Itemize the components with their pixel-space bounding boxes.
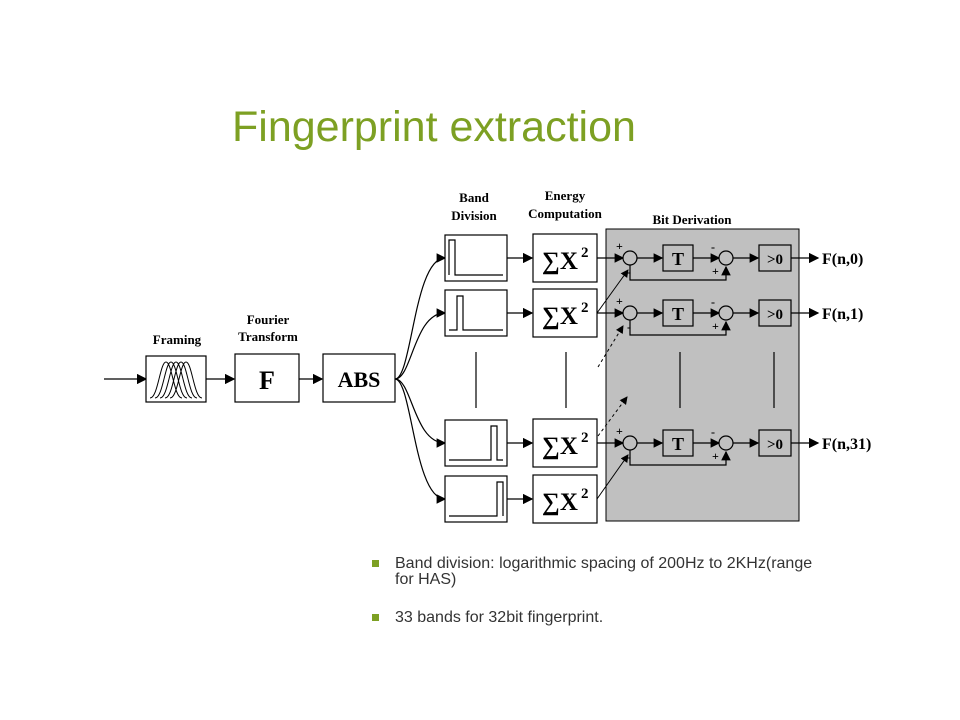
slide-title: Fingerprint extraction [232,103,636,151]
energy-exponent-label: 2 [581,430,589,446]
minus-sign: - [711,295,715,309]
delay-block [662,299,694,327]
band-division-label-line2: Division [451,208,497,223]
bypass-line [629,265,731,281]
bullet-item: Band division: logarithmic spacing of 20… [372,556,822,588]
energy-block [532,418,598,468]
abs-block-label: ABS [338,367,381,392]
ellipsis-lines [475,352,775,408]
energy-exponent-label: 2 [581,245,589,261]
energy-sum-label: ∑X [542,433,578,460]
output-label: F(n,0) [822,251,863,268]
band-filter-blocks [444,234,508,523]
summing-junction [622,305,638,321]
bandpass-icon [449,295,503,331]
bandpass-icon [449,425,503,461]
fourier-block-label: F [259,366,275,395]
energy-computation-label-line1: Energy [545,188,586,203]
band-filter-block [444,234,508,282]
threshold-block [758,299,792,327]
band-division-label-line1: Band [459,190,489,205]
bit-derivation-label: Bit Derivation [652,212,732,227]
delay-label: T [672,434,684,454]
framing-block [145,355,207,403]
energy-computation-label-line2: Computation [528,206,602,221]
abs-block [322,353,396,403]
delay-label: T [672,304,684,324]
fourier-label-line1: Fourier [247,312,290,327]
bypass-line [629,320,731,336]
minus-sign: - [711,240,715,254]
highpass-icon [449,481,504,517]
bullet-square-icon [372,560,379,567]
summing-junction [622,250,638,266]
dashed-arrow [597,396,628,437]
lowpass-icon [448,239,503,276]
output-label: F(n,31) [822,436,871,453]
framing-label: Framing [153,332,202,347]
plus-sign: + [712,264,719,278]
energy-block [532,474,598,524]
fourier-transform-block [234,353,300,403]
bypass-line [629,450,731,466]
cross-band-inputs [596,269,629,500]
bullet-text: Band division: logarithmic spacing of 20… [395,555,813,588]
threshold-label: >0 [767,437,783,453]
delay-block [662,429,694,457]
band-filter-block [444,419,508,467]
framing-windows-icon [149,361,203,399]
energy-sum-label: ∑X [542,489,578,516]
band-filter-block [444,475,508,523]
minus-sign: - [711,425,715,439]
threshold-label: >0 [767,252,783,268]
bullet-square-icon [372,614,379,621]
energy-sum-label: ∑X [542,303,578,330]
bullet-item: 33 bands for 32bit fingerprint. [372,610,822,626]
output-label: F(n,1) [822,306,863,323]
fourier-label-line2: Transform [238,329,298,344]
plus-sign: + [616,294,623,308]
energy-exponent-label: 2 [581,486,589,502]
summing-junction [718,435,734,451]
threshold-label: >0 [767,307,783,323]
threshold-block [758,429,792,457]
band-fanout [394,253,447,504]
delay-label: T [672,249,684,269]
plus-sign: + [616,424,623,438]
summing-junction [718,305,734,321]
bullet-list: Band division: logarithmic spacing of 20… [372,556,822,626]
plus-sign: + [712,319,719,333]
summing-junction [718,250,734,266]
minus-sign: - [627,265,631,279]
bit-derivation-panel [605,228,800,522]
energy-exponent-label: 2 [581,300,589,316]
summing-junction [622,435,638,451]
dashed-arrow [597,325,624,368]
minus-sign: - [627,450,631,464]
threshold-block [758,244,792,272]
energy-block [532,233,598,283]
energy-sum-label: ∑X [542,248,578,275]
band-filter-block [444,289,508,337]
minus-sign: - [627,320,631,334]
bullet-text: 33 bands for 32bit fingerprint. [395,609,604,626]
plus-sign: + [616,239,623,253]
plus-sign: + [712,449,719,463]
